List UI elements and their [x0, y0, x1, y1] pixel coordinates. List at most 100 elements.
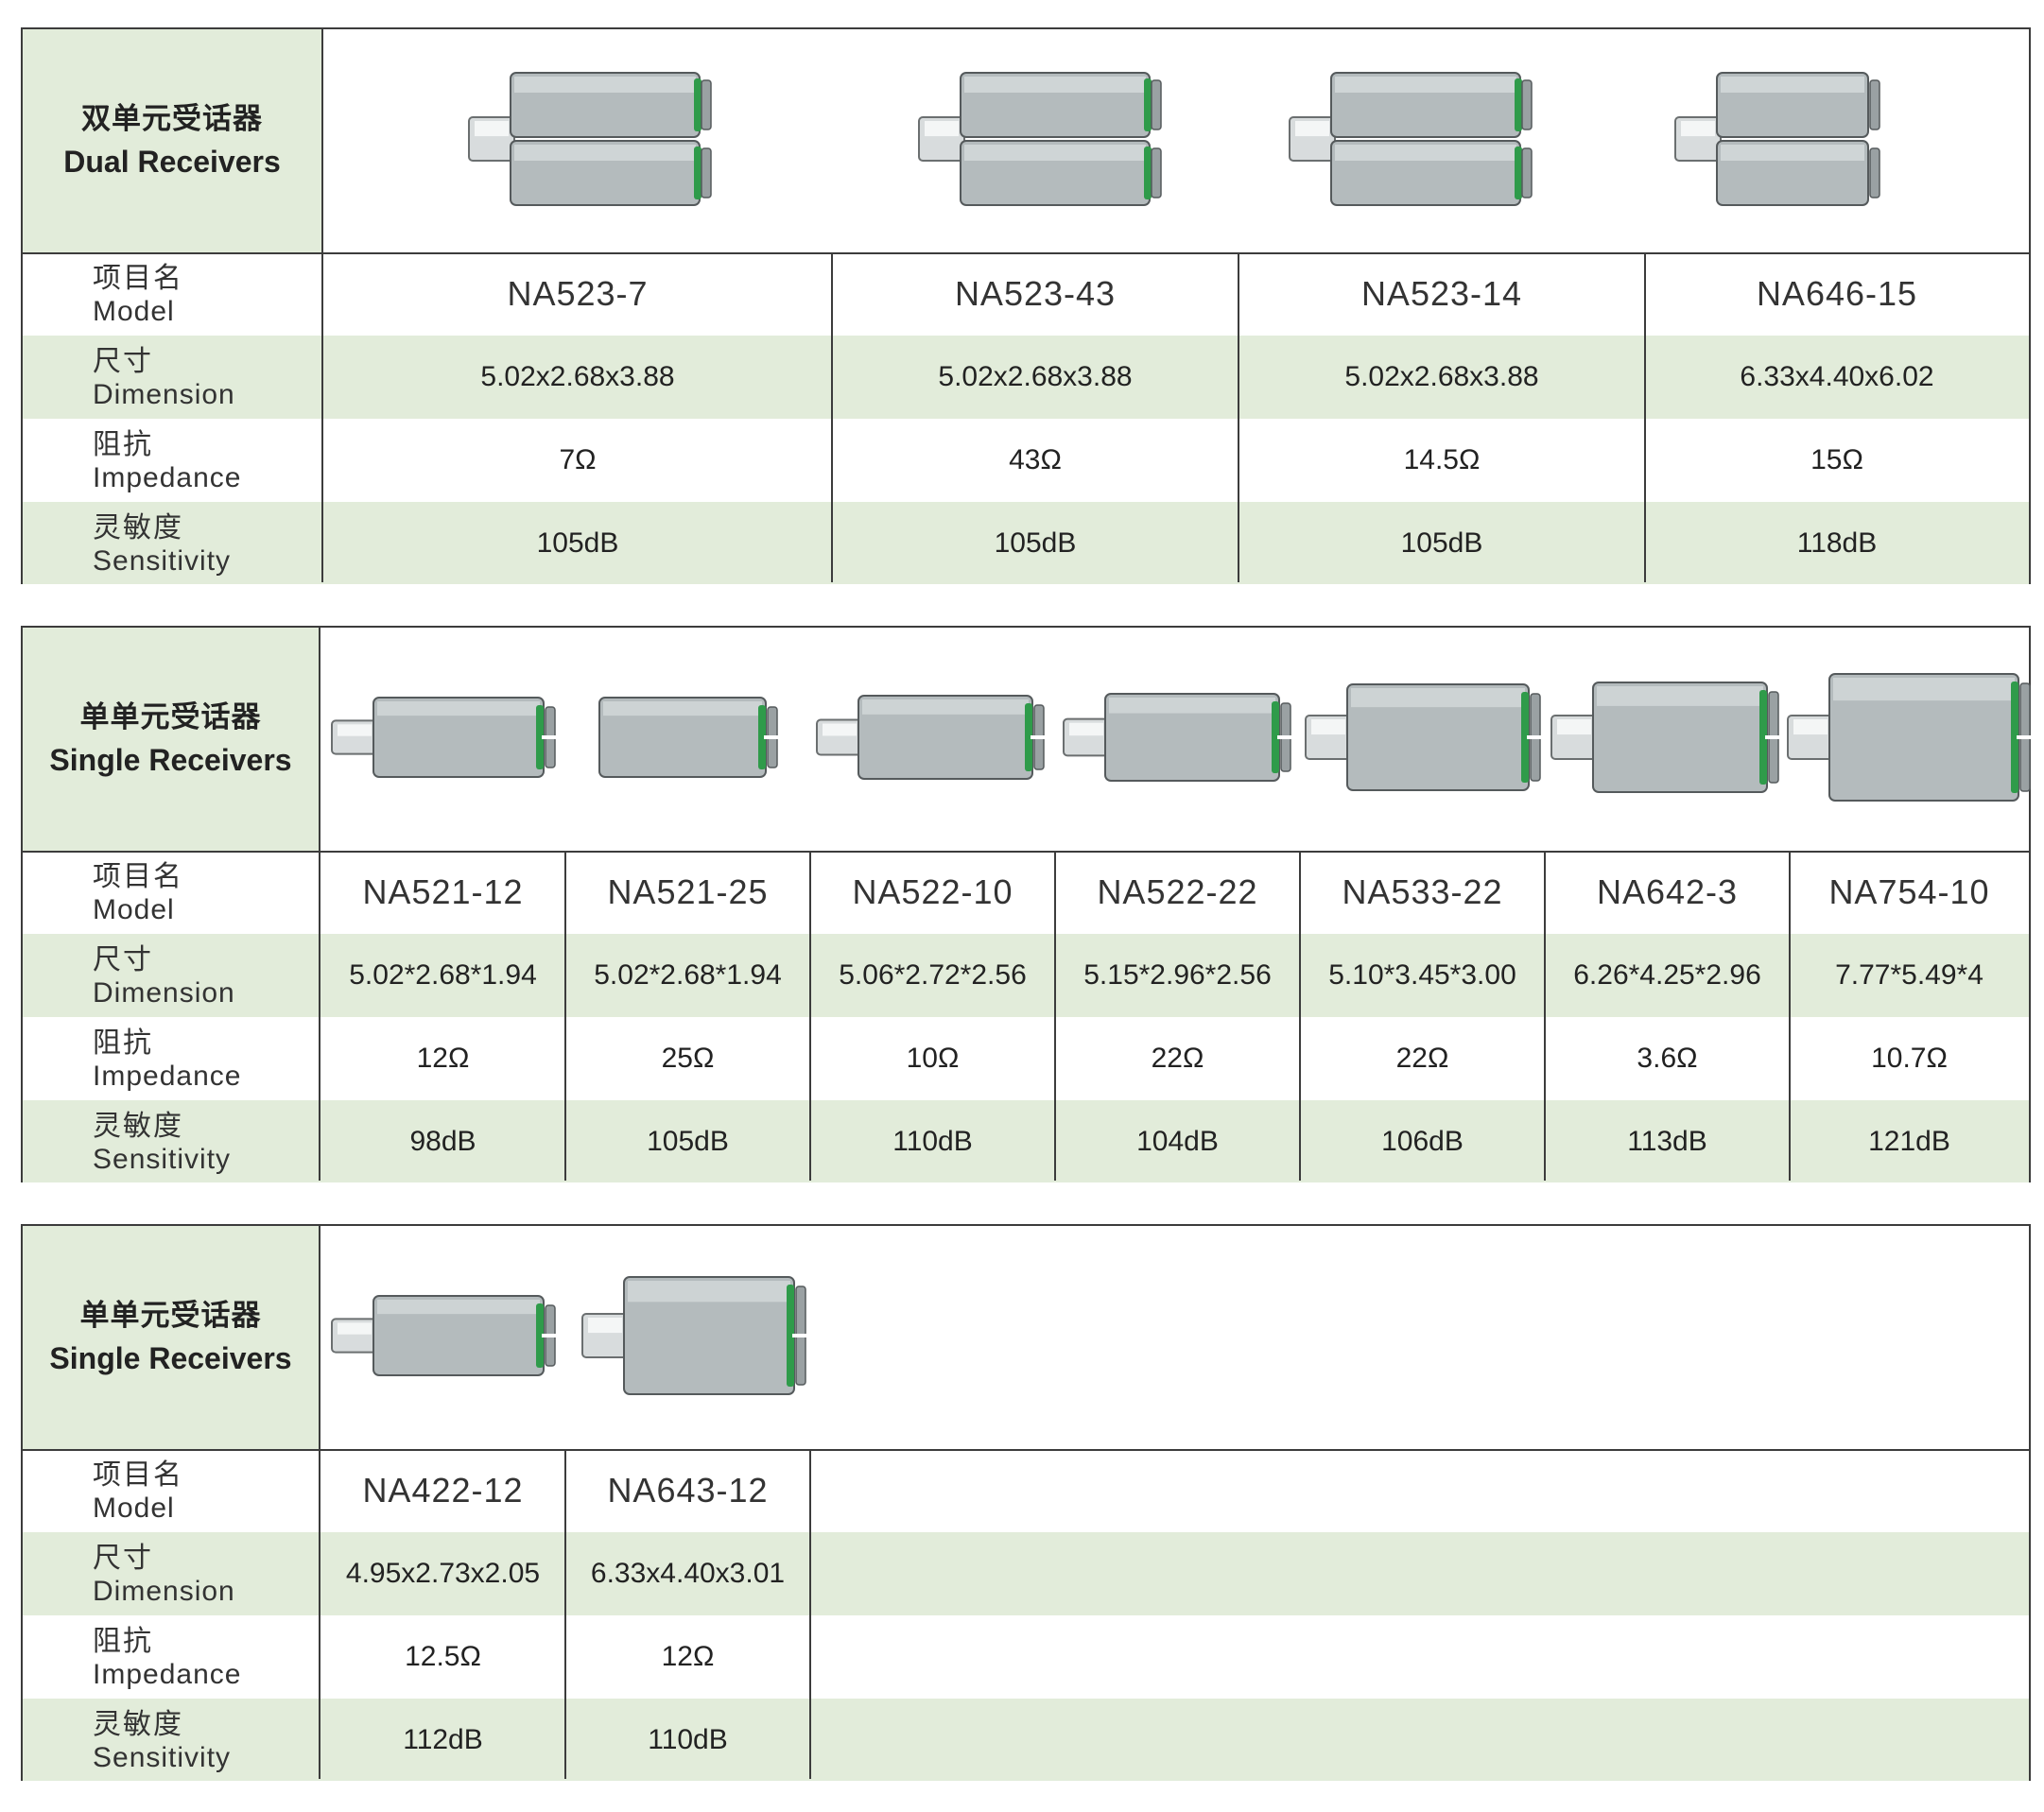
dimension-value: 5.02*2.68*1.94	[594, 959, 782, 991]
section-title-en: Single Receivers	[49, 743, 292, 777]
product-image	[1294, 628, 1551, 851]
sensitivity-value: 105dB	[1400, 526, 1483, 559]
product-image	[1278, 29, 1543, 252]
column-divider	[564, 851, 566, 1181]
sensitivity-value: 105dB	[536, 526, 619, 559]
dimension-value: 5.06*2.72*2.56	[839, 959, 1027, 991]
model-label-en: Model	[93, 296, 175, 327]
sensitivity-label-cn: 灵敏度	[93, 1709, 183, 1740]
impedance-value: 12.5Ω	[405, 1641, 481, 1672]
model-label-cn: 项目名	[93, 263, 183, 294]
sensitivity-label-en: Sensitivity	[93, 545, 232, 577]
column-divider	[319, 851, 320, 1181]
model-label-cn: 项目名	[93, 861, 183, 892]
dual-receiver-icon	[468, 72, 712, 206]
dimension-value: 5.10*3.45*3.00	[1328, 959, 1516, 991]
impedance-value: 10.7Ω	[1871, 1043, 1948, 1074]
impedance-value: 12Ω	[661, 1641, 715, 1672]
dimension-label-en: Dimension	[93, 1576, 235, 1607]
sensitivity-label-en: Sensitivity	[93, 1742, 232, 1773]
dimension-label-cn: 尺寸	[93, 944, 153, 975]
product-image	[1540, 628, 1790, 851]
dimension-value: 4.95x2.73x2.05	[345, 1558, 541, 1589]
single-receiver-icon	[1550, 682, 1780, 793]
sensitivity-value: 118dB	[1796, 526, 1878, 559]
single-receiver-icon	[1063, 693, 1292, 782]
impedance-value: 15Ω	[1810, 444, 1863, 475]
sensitivity-value: 121dB	[1868, 1125, 1950, 1157]
impedance-label-cn: 阻抗	[93, 1027, 153, 1059]
impedance-value: 22Ω	[1151, 1043, 1204, 1074]
sensitivity-value: 110dB	[648, 1723, 728, 1755]
model-value: NA522-22	[1097, 872, 1258, 911]
section-title-en: Single Receivers	[49, 1341, 292, 1375]
sensitivity-value: 106dB	[1381, 1125, 1464, 1157]
model-value: NA533-22	[1342, 872, 1503, 911]
column-divider	[319, 1449, 320, 1779]
column-divider	[1544, 851, 1546, 1181]
section-title-cn: 单单元受话器	[79, 1299, 262, 1332]
product-image	[805, 628, 1055, 851]
model-value: NA523-7	[507, 274, 649, 313]
single-receiver-icon	[598, 697, 779, 778]
single-receiver-icon	[581, 1276, 807, 1395]
model-value: NA522-10	[852, 872, 1013, 911]
dimension-label-cn: 尺寸	[93, 346, 153, 377]
dimension-value: 5.02x2.68x3.88	[1344, 361, 1539, 392]
product-images	[320, 1226, 2029, 1449]
model-label-en: Model	[93, 894, 175, 925]
sensitivity-label-cn: 灵敏度	[93, 1111, 183, 1142]
model-value: NA521-25	[607, 872, 769, 911]
product-image	[320, 1226, 566, 1449]
column-divider	[1238, 252, 1239, 582]
dimension-label-en: Dimension	[93, 379, 235, 410]
model-value: NA642-3	[1596, 872, 1739, 911]
product-image	[1052, 628, 1302, 851]
model-label-cn: 项目名	[93, 1459, 183, 1491]
impedance-value: 25Ω	[661, 1043, 715, 1074]
product-image	[908, 29, 1172, 252]
sensitivity-value: 105dB	[994, 526, 1077, 559]
impedance-label-cn: 阻抗	[93, 429, 153, 460]
column-divider	[1299, 851, 1301, 1181]
sensitivity-value: 105dB	[647, 1125, 729, 1157]
product-image	[458, 29, 722, 252]
impedance-label-en: Impedance	[93, 462, 242, 493]
product-image	[571, 1226, 817, 1449]
impedance-label-en: Impedance	[93, 1061, 242, 1092]
impedance-value: 10Ω	[906, 1043, 960, 1074]
column-divider	[809, 851, 811, 1181]
product-image	[580, 628, 788, 851]
impedance-value: 22Ω	[1395, 1043, 1449, 1074]
dimension-label-cn: 尺寸	[93, 1543, 153, 1574]
model-value: NA521-12	[362, 872, 524, 911]
column-divider	[1054, 851, 1056, 1181]
column-divider	[1789, 851, 1791, 1181]
column-divider	[831, 252, 833, 582]
model-value: NA646-15	[1756, 274, 1918, 313]
product-image	[1776, 628, 2041, 851]
sensitivity-value: 113dB	[1627, 1125, 1707, 1157]
sensitivity-value: 104dB	[1136, 1125, 1219, 1157]
dimension-value: 5.02x2.68x3.88	[480, 361, 675, 392]
model-value: NA643-12	[607, 1471, 769, 1510]
